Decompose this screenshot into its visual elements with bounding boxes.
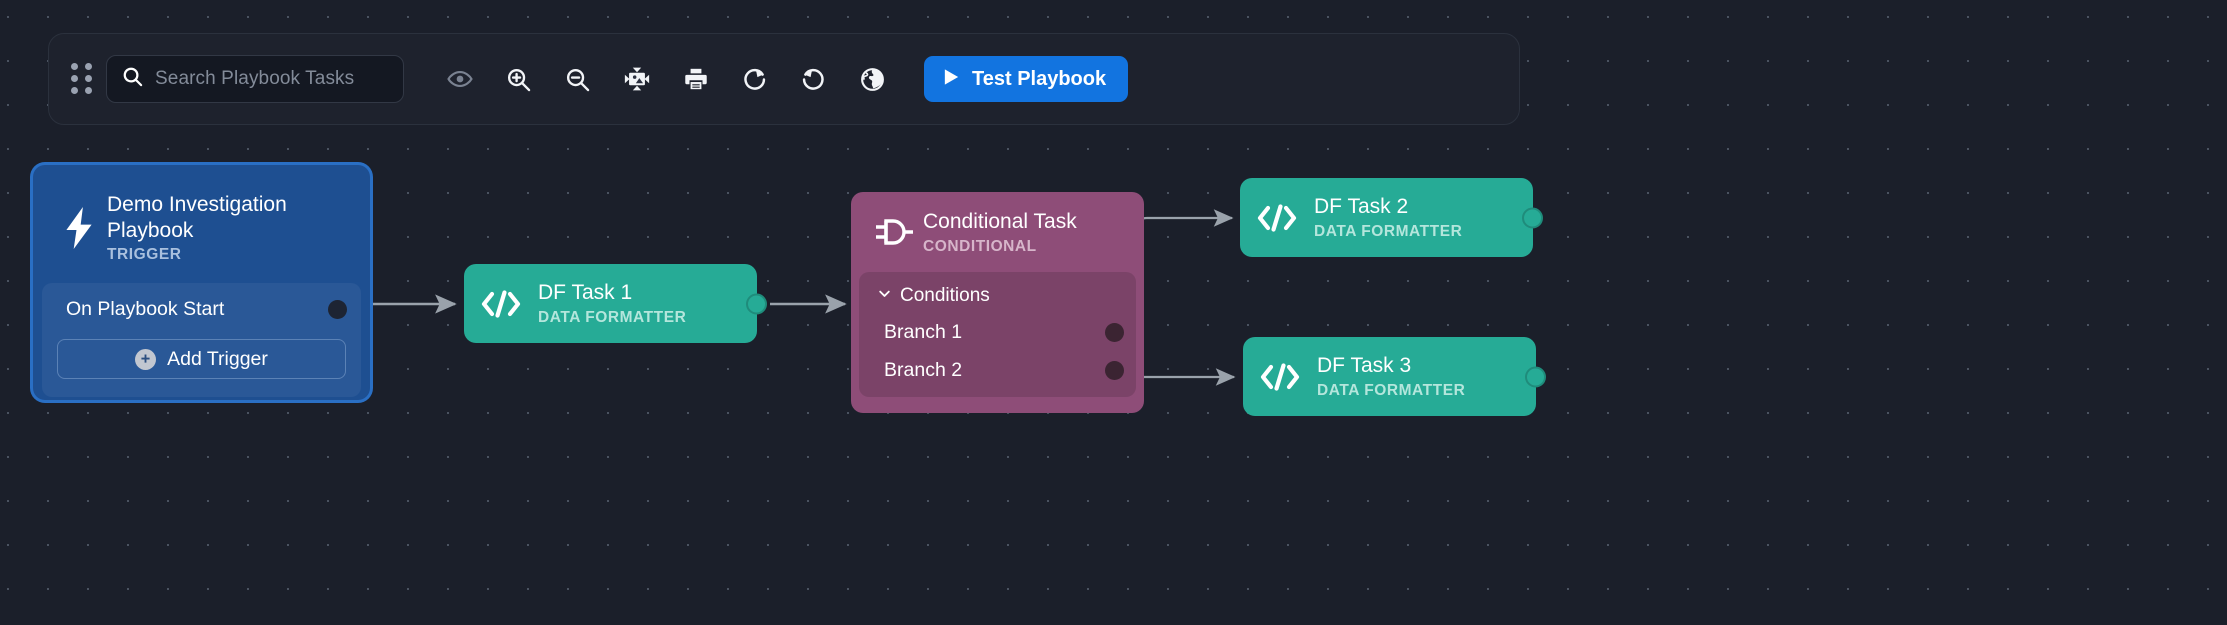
- search-icon: [121, 65, 144, 93]
- globe-icon[interactable]: [843, 55, 902, 103]
- test-playbook-button[interactable]: Test Playbook: [924, 56, 1129, 102]
- conditions-panel: Conditions Branch 1 Branch 2: [859, 271, 1136, 397]
- play-icon: [942, 67, 961, 92]
- branch-2-label: Branch 2: [884, 358, 963, 381]
- trigger-row-on-playbook-start[interactable]: On Playbook Start: [42, 298, 361, 321]
- search-input[interactable]: Search Playbook Tasks: [106, 55, 404, 103]
- trigger-row-label: On Playbook Start: [66, 298, 225, 321]
- conditional-header: Conditional Task CONDITIONAL: [851, 192, 1144, 256]
- search-placeholder: Search Playbook Tasks: [155, 68, 355, 89]
- trigger-title: Demo Investigation Playbook: [107, 193, 287, 242]
- node-conditional-task[interactable]: Conditional Task CONDITIONAL Conditions …: [851, 192, 1144, 413]
- undo-icon[interactable]: [784, 55, 843, 103]
- plus-circle-icon: [135, 348, 157, 370]
- code-brackets-icon: [464, 287, 538, 321]
- df2-title: DF Task 2: [1314, 195, 1409, 219]
- node-df-task-3[interactable]: DF Task 3 DATA FORMATTER: [1243, 337, 1546, 416]
- code-brackets-icon: [1240, 201, 1314, 235]
- lightning-bolt-icon: [51, 207, 107, 250]
- playbook-toolbar[interactable]: Search Playbook Tasks: [48, 33, 1520, 125]
- trigger-output-port[interactable]: [328, 300, 347, 320]
- node-df-task-2[interactable]: DF Task 2 DATA FORMATTER: [1240, 178, 1543, 257]
- redo-icon[interactable]: [725, 55, 784, 103]
- test-playbook-label: Test Playbook: [972, 67, 1107, 90]
- branch-row-1[interactable]: Branch 1: [859, 320, 1136, 345]
- conditions-toggle[interactable]: Conditions: [859, 285, 1136, 307]
- print-icon[interactable]: [666, 55, 725, 103]
- df1-output-port[interactable]: [746, 293, 767, 314]
- df3-subtitle: DATA FORMATTER: [1317, 381, 1466, 399]
- branch-1-label: Branch 1: [884, 320, 963, 343]
- df2-output-port[interactable]: [1522, 207, 1543, 228]
- toolbar-icon-group: [430, 55, 902, 103]
- trigger-body: On Playbook Start Add Trigger: [42, 283, 361, 398]
- node-trigger[interactable]: Demo Investigation Playbook TRIGGER On P…: [33, 165, 370, 400]
- branch-1-output-port[interactable]: [1105, 322, 1124, 342]
- node-df-task-1[interactable]: DF Task 1 DATA FORMATTER: [464, 264, 767, 343]
- df2-subtitle: DATA FORMATTER: [1314, 222, 1463, 240]
- fit-screen-icon[interactable]: [607, 55, 666, 103]
- branch-row-2[interactable]: Branch 2: [859, 358, 1136, 383]
- branch-2-output-port[interactable]: [1105, 360, 1124, 380]
- trigger-subtitle: TRIGGER: [107, 246, 182, 264]
- conditional-subtitle: CONDITIONAL: [923, 237, 1037, 255]
- df3-title: DF Task 3: [1317, 354, 1412, 378]
- trigger-header: Demo Investigation Playbook TRIGGER: [33, 175, 370, 264]
- df3-output-port[interactable]: [1525, 366, 1546, 387]
- code-brackets-icon: [1243, 360, 1317, 394]
- add-trigger-button[interactable]: Add Trigger: [57, 339, 346, 380]
- eye-icon[interactable]: [430, 55, 489, 103]
- conditions-label: Conditions: [900, 284, 990, 306]
- drag-handle[interactable]: [71, 63, 93, 94]
- conditional-title: Conditional Task: [923, 210, 1077, 233]
- df1-title: DF Task 1: [538, 281, 633, 305]
- zoom-out-icon[interactable]: [548, 55, 607, 103]
- df1-subtitle: DATA FORMATTER: [538, 308, 687, 326]
- add-trigger-label: Add Trigger: [167, 347, 268, 370]
- logic-gate-icon: [865, 215, 923, 249]
- chevron-down-icon: [877, 286, 892, 306]
- zoom-in-icon[interactable]: [489, 55, 548, 103]
